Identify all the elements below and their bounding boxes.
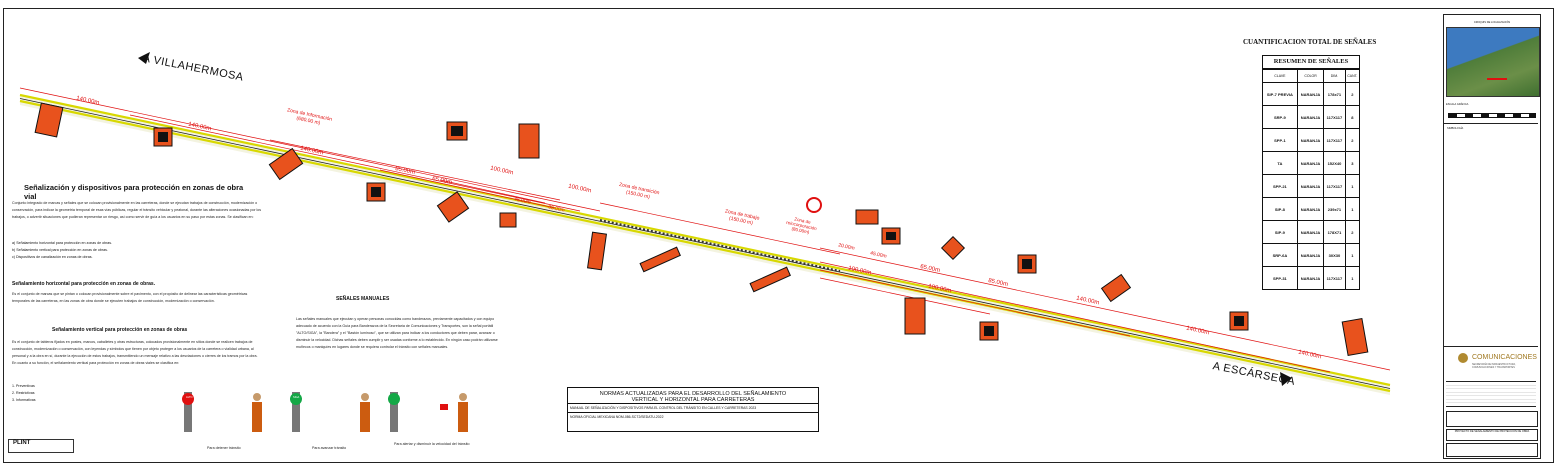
- dimension-lines: [19, 87, 1391, 373]
- company-logo: PLINT: [8, 439, 74, 453]
- agency-logo-icon: [1458, 353, 1468, 363]
- classification-list: a) Señalamiento horizontal para protecci…: [12, 241, 113, 259]
- vertical-title: Señalamiento vertical para protección en…: [52, 327, 188, 333]
- notes-area: SIMBOLOGÍA: [1444, 123, 1538, 347]
- location-map: [1446, 27, 1540, 97]
- horizontal-paragraph: Es el conjunto de marcas que se pintan o…: [12, 292, 248, 303]
- map-label: CROQUIS DE LOCALIZACIÓN: [1473, 21, 1511, 24]
- flagger-figures: [182, 392, 468, 432]
- vertical-paragraph: Es el conjunto de tableros fijados en po…: [12, 340, 258, 365]
- agency-logo: COMUNICACIONES SECRETARÍA DE INFRAESTRUC…: [1448, 349, 1537, 373]
- drawing-frame: [3, 8, 1554, 463]
- project-title: PROYECTO DE SEÑALAMIENTO DE PROTECCIÓN D…: [1446, 429, 1538, 441]
- norms-box: NORMAS ACTUALIZADAS PARA EL DESARROLLO D…: [567, 387, 819, 432]
- title-block: CROQUIS DE LOCALIZACIÓN ESCALA GRÁFICA S…: [1443, 14, 1541, 459]
- manual-title: SEÑALES MANUALES: [336, 296, 390, 302]
- road-centerline: [19, 98, 1391, 389]
- caption-go: Para avanzar tránsito: [312, 446, 347, 450]
- legal-text-block: [1446, 381, 1536, 407]
- road-edge-north: [19, 93, 1391, 387]
- work-zone-hatch: [599, 219, 841, 272]
- caption-stop: Para detener tránsito: [207, 446, 241, 450]
- summary-subtitle: RESUMEN DE SEÑALES: [1262, 55, 1360, 69]
- sheet-info: [1446, 443, 1538, 457]
- go-paddle-label: SIGA: [293, 396, 300, 399]
- intro-paragraph: Conjunto integrado de marcas y señales q…: [12, 201, 262, 219]
- scale-bar: [1448, 113, 1536, 118]
- caption-slow: Para alertar y disminuir la velocidad de…: [394, 442, 470, 446]
- vertical-list: 1. Preventivas 2. Restrictivas 3. Inform…: [12, 384, 36, 402]
- horizontal-title: Señalamiento horizontal para protección …: [12, 281, 156, 287]
- stop-paddle-label: ALTO: [186, 396, 193, 399]
- summary-title: CUANTIFICACION TOTAL DE SEÑALES: [1243, 38, 1377, 46]
- north-arrow-icon: [138, 52, 150, 64]
- road-edge-south: [19, 99, 1391, 393]
- manual-paragraph: Las señales manuales que ejecutan y oper…: [296, 317, 498, 349]
- section-title: Señalización y dispositivos para protecc…: [24, 183, 244, 201]
- south-arrow-icon: [1280, 372, 1292, 386]
- scale-label: ESCALA GRÁFICA: [1446, 103, 1469, 106]
- responsible-block: [1446, 411, 1538, 427]
- work-signs: [34, 102, 1369, 357]
